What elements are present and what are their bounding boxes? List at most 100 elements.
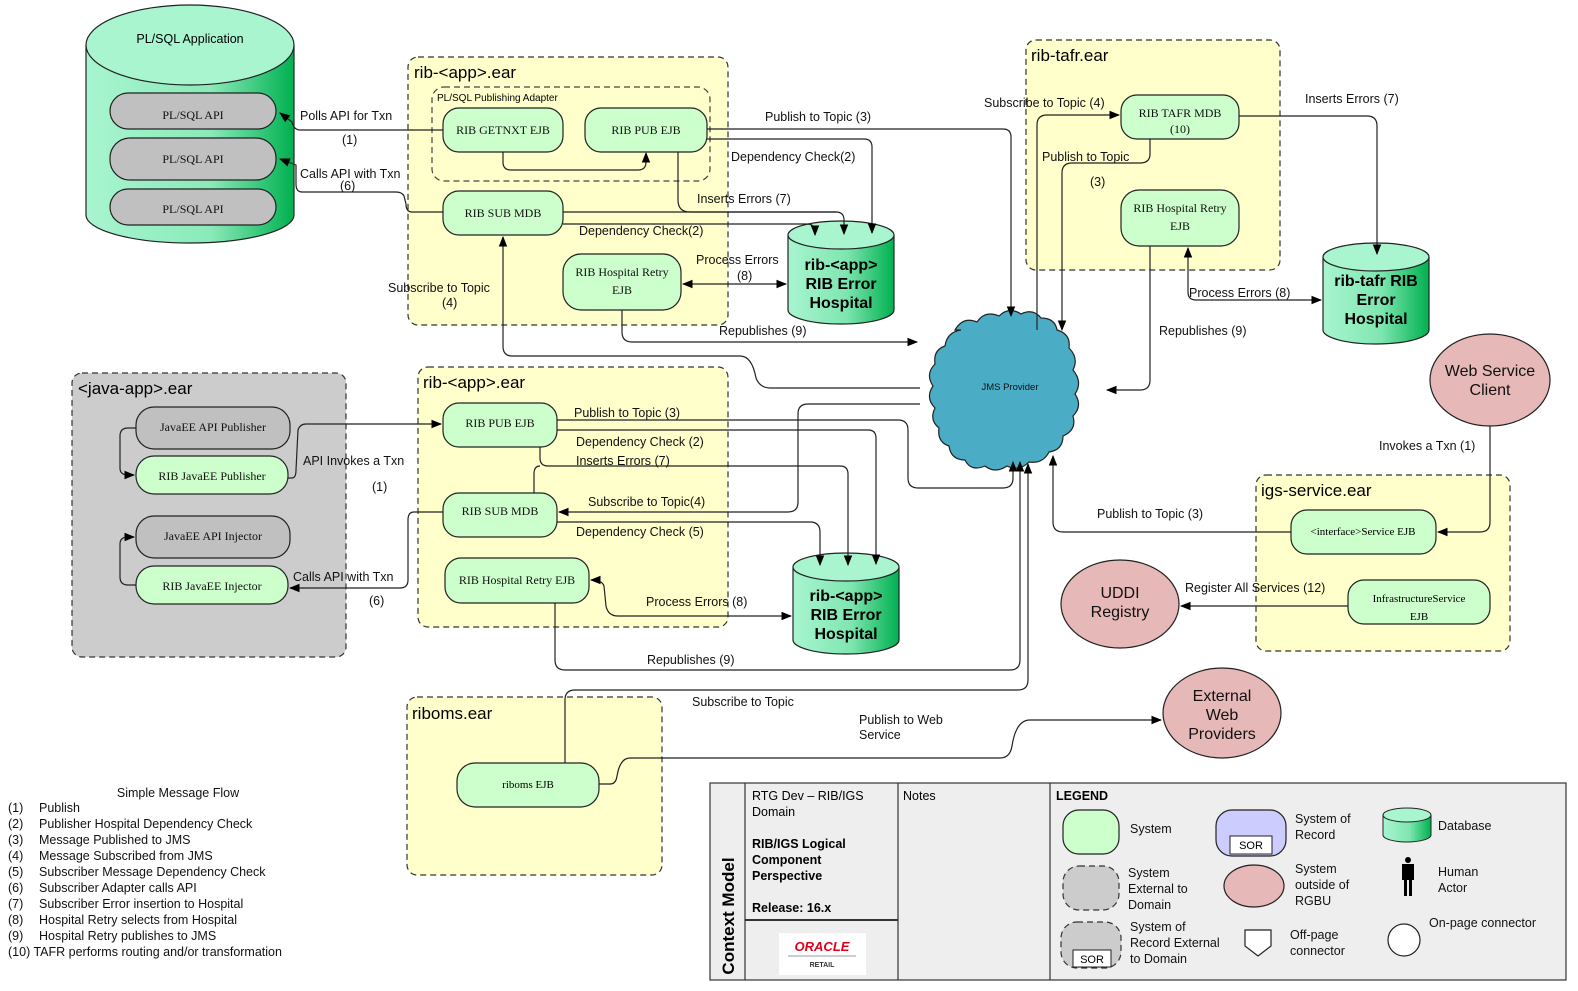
uddi-line2: Registry	[1091, 604, 1150, 621]
message-flow-item-text: Subscriber Adapter calls API	[39, 881, 197, 895]
label-republishes-9a: Republishes (9)	[719, 324, 807, 338]
edge-mid-inserts-7	[539, 447, 853, 567]
rib-javaee-injector[interactable]: RIB JavaEE Injector	[135, 565, 289, 605]
error-hospital-db-top[interactable]: rib-<app> RIB Error Hospital	[787, 220, 895, 325]
label-mid-inserts-7: Inserts Errors (7)	[576, 454, 670, 468]
plsql-adapter-title: PL/SQL Publishing Adapter	[437, 93, 558, 104]
legend-external: System External to Domain	[1062, 865, 1188, 912]
edge-tafr-subscribe	[1036, 110, 1121, 330]
igs-ear-title: igs-service.ear	[1261, 481, 1372, 500]
legend-ext-line2: External to	[1128, 882, 1188, 896]
javaee-api-injector[interactable]: JavaEE API Injector	[135, 515, 291, 559]
message-flow-item-num: (2)	[8, 817, 23, 831]
plsql-api-label: PL/SQL API	[162, 152, 223, 166]
rib-sub-mdb-top[interactable]: RIB SUB MDB	[442, 190, 564, 236]
context-model-label: Context Model	[719, 857, 738, 974]
plsql-api-node[interactable]: PL/SQL API	[109, 137, 277, 181]
retry-mid-label: RIB Hospital Retry EJB	[459, 573, 575, 587]
edge-api-invokes	[288, 419, 443, 479]
rib-tafr-mdb[interactable]: RIB TAFR MDB (10)	[1120, 94, 1240, 140]
legend-sorext-line2: Record External	[1130, 936, 1220, 950]
message-flow-title: Simple Message Flow	[117, 786, 240, 800]
rib-getnxt-ejb[interactable]: RIB GETNXT EJB	[442, 107, 564, 153]
legend-sor-external: SOR System of Record External to Domain	[1060, 920, 1220, 969]
rib-pub-ejb-mid[interactable]: RIB PUB EJB	[442, 402, 558, 448]
domain-line2: Domain	[752, 805, 795, 819]
message-flow-item-text: Subscriber Message Dependency Check	[39, 865, 266, 879]
legend-sorext-line3: to Domain	[1130, 952, 1187, 966]
label-publish-web-2: Service	[859, 728, 901, 742]
offpage-connector-icon	[1244, 929, 1272, 957]
error-hospital-db-tafr[interactable]: rib-tafr RIB Error Hospital	[1322, 242, 1430, 345]
rib-hospital-retry-ejb-mid[interactable]: RIB Hospital Retry EJB	[444, 557, 590, 604]
external-web-providers[interactable]: External Web Providers	[1162, 667, 1282, 759]
web-service-client[interactable]: Web Service Client	[1429, 333, 1551, 427]
plsql-api-node[interactable]: PL/SQL API	[109, 92, 277, 130]
ext-web-line2: Web	[1206, 707, 1239, 724]
jms-provider-cloud[interactable]: JMS Provider	[928, 309, 1080, 471]
rib-hospital-retry-ejb-top[interactable]: RIB Hospital Retry EJB	[562, 253, 682, 311]
legend-human-actor: Human Actor	[1402, 857, 1478, 896]
edge-calls-api	[278, 158, 443, 213]
ext-web-line3: Providers	[1188, 726, 1256, 743]
hospital-tafr-line3: Hospital	[1344, 311, 1407, 328]
javaee-api-publisher-label: JavaEE API Publisher	[160, 420, 266, 434]
message-flow-legend: Simple Message Flow (1)Publish(2)Publish…	[8, 786, 282, 959]
plsql-api-label: PL/SQL API	[162, 108, 223, 122]
edge-java-publisher-loop	[119, 427, 136, 480]
rib-pub-ejb-top[interactable]: RIB PUB EJB	[584, 107, 708, 153]
interface-service-label: <interface>Service EJB	[1311, 526, 1416, 538]
legend-onpage-label: On-page connector	[1429, 916, 1536, 930]
plsql-api-label: PL/SQL API	[162, 202, 223, 216]
legend-offpage-connector: Off-page connector	[1244, 928, 1345, 958]
riboms-ejb-label: riboms EJB	[502, 779, 554, 791]
rib-sub-mdb-mid[interactable]: RIB SUB MDB	[442, 492, 558, 538]
rib-sub-mdb-mid-label: RIB SUB MDB	[462, 504, 539, 518]
label-mid-publish-3: Publish to Topic (3)	[574, 406, 680, 420]
tafr-mdb-line2: (10)	[1170, 122, 1190, 136]
infrastructure-service-ejb[interactable]: InfrastructureService EJB	[1347, 579, 1491, 625]
rib-getnxt-ejb-label: RIB GETNXT EJB	[456, 123, 550, 137]
edge-mid-republishes-9	[554, 460, 1025, 671]
human-actor-icon	[1402, 857, 1414, 896]
hospital-tafr-line1: rib-tafr RIB	[1334, 273, 1418, 290]
rib-javaee-injector-label: RIB JavaEE Injector	[162, 579, 261, 593]
error-hospital-db-mid[interactable]: rib-<app> RIB Error Hospital	[792, 552, 900, 655]
rib-javaee-publisher[interactable]: RIB JavaEE Publisher	[135, 455, 289, 495]
label-invokes-txn: Invokes a Txn (1)	[1379, 439, 1475, 453]
hospital-mid-line1: rib-<app>	[810, 588, 883, 605]
hospital-top-line1: rib-<app>	[805, 257, 878, 274]
edge-invokes-txn	[1436, 426, 1491, 537]
ear-top-title: rib-<app>.ear	[414, 63, 516, 82]
edge-java-injector-loop	[119, 532, 136, 586]
legend-human-line2: Actor	[1438, 881, 1467, 895]
web-client-line2: Client	[1470, 382, 1511, 399]
title-line2: Component	[752, 853, 822, 867]
edge-tafr-publish	[1057, 139, 1151, 332]
rib-pub-ejb-mid-label: RIB PUB EJB	[465, 416, 534, 430]
message-flow-item-num: (9)	[8, 929, 23, 943]
uddi-registry[interactable]: UDDI Registry	[1060, 559, 1180, 649]
message-flow-item-text: Subscriber Error insertion to Hospital	[39, 897, 243, 911]
javaee-api-publisher[interactable]: JavaEE API Publisher	[135, 406, 291, 450]
tafr-ear-title: rib-tafr.ear	[1031, 46, 1109, 65]
label-dep-check-2a: Dependency Check(2)	[731, 150, 855, 164]
legend-database: Database	[1382, 807, 1492, 843]
rib-hospital-retry-ejb-tafr[interactable]: RIB Hospital Retry EJB	[1120, 189, 1240, 247]
web-client-line1: Web Service	[1445, 363, 1536, 380]
oracle-logo-text: ORACLE	[795, 939, 850, 954]
retry-label-line2: EJB	[612, 283, 632, 297]
legend-offpage-line1: Off-page	[1290, 928, 1338, 942]
edge-mid-inserts-link	[533, 465, 541, 493]
riboms-ejb[interactable]: riboms EJB	[456, 762, 600, 808]
plsql-api-node[interactable]: PL/SQL API	[109, 188, 277, 226]
label-igs-publish-3: Publish to Topic (3)	[1097, 507, 1203, 521]
interface-service-ejb[interactable]: <interface>Service EJB	[1290, 509, 1437, 555]
edges	[119, 110, 1491, 785]
legend-sor-line2: Record	[1295, 828, 1335, 842]
onpage-connector-icon	[1387, 923, 1421, 957]
legend-sor-tag: SOR	[1239, 840, 1263, 852]
label-riboms-subscribe: Subscribe to Topic	[692, 695, 794, 709]
message-flow-item-num: (8)	[8, 913, 23, 927]
